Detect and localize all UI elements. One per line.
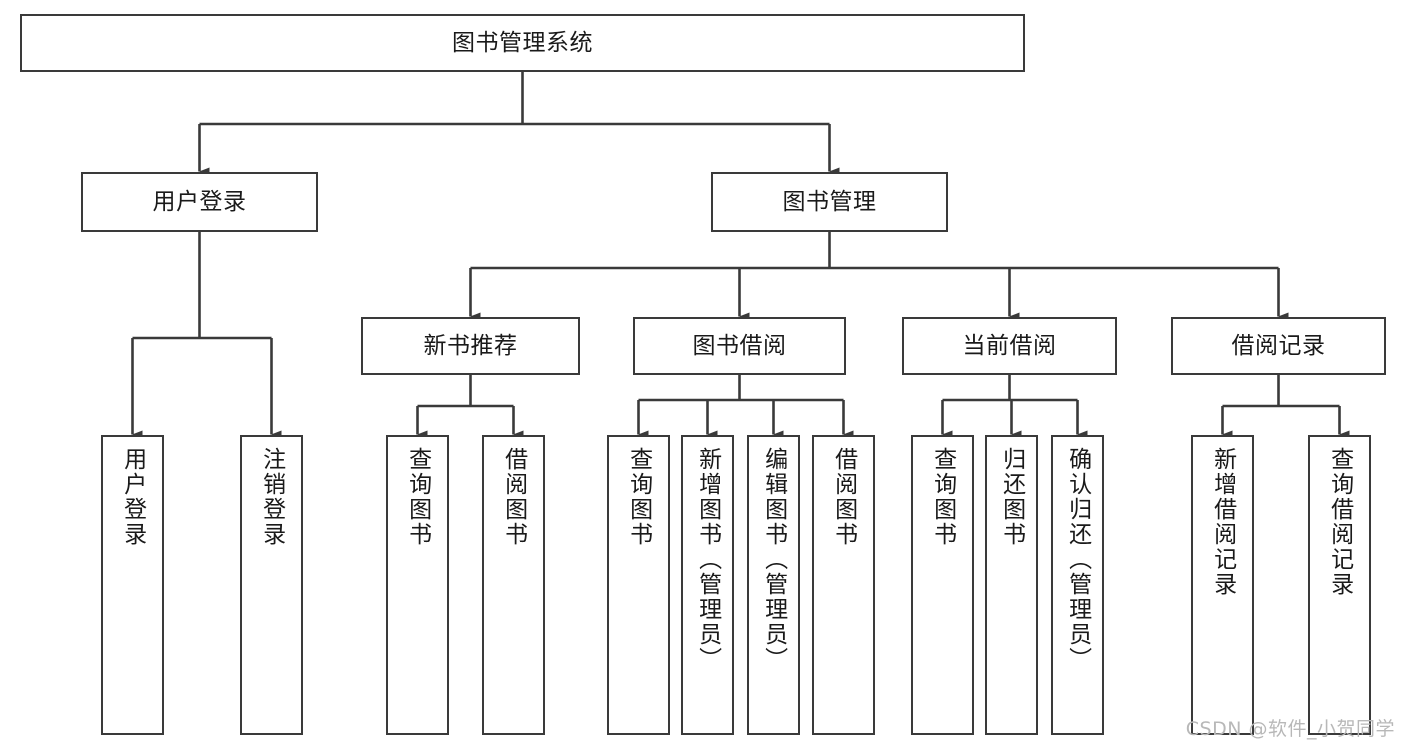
node-leaf-add-book[interactable]: 新增图书（管理员） [681,435,734,735]
node-user-login[interactable]: 用户登录 [81,172,318,232]
node-label: 图书借阅 [692,332,787,359]
node-book-borrow[interactable]: 图书借阅 [633,317,846,375]
node-book-manage[interactable]: 图书管理 [711,172,948,232]
node-label: 查询图书 [625,447,652,547]
node-leaf-add-record[interactable]: 新增借阅记录 [1191,435,1254,735]
node-label: 编辑图书（管理员） [760,447,787,672]
node-label: 用户登录 [119,447,146,547]
node-label: 注销登录 [258,447,285,547]
node-label: 确认归还（管理员） [1064,447,1091,672]
node-root[interactable]: 图书管理系统 [20,14,1025,72]
node-leaf-borrow-book-1[interactable]: 借阅图书 [482,435,545,735]
node-label: 用户登录 [152,188,247,215]
node-label: 图书管理 [782,188,877,215]
node-leaf-query-book-1[interactable]: 查询图书 [386,435,449,735]
node-label: 查询图书 [929,447,956,547]
node-leaf-user-logout[interactable]: 注销登录 [240,435,303,735]
node-new-book-rec[interactable]: 新书推荐 [361,317,580,375]
node-label: 新增借阅记录 [1209,447,1236,597]
node-borrow-record[interactable]: 借阅记录 [1171,317,1386,375]
node-leaf-borrow-book-2[interactable]: 借阅图书 [812,435,875,735]
node-label: 查询图书 [404,447,431,547]
node-leaf-edit-book[interactable]: 编辑图书（管理员） [747,435,800,735]
node-leaf-query-record[interactable]: 查询借阅记录 [1308,435,1371,735]
node-leaf-user-login[interactable]: 用户登录 [101,435,164,735]
node-label: 图书管理系统 [452,29,593,56]
node-leaf-query-book-2[interactable]: 查询图书 [607,435,670,735]
node-leaf-confirm-return[interactable]: 确认归还（管理员） [1051,435,1104,735]
node-label: 查询借阅记录 [1326,447,1353,597]
node-label: 归还图书 [998,447,1025,547]
node-current-borrow[interactable]: 当前借阅 [902,317,1117,375]
node-label: 当前借阅 [962,332,1057,359]
node-label: 借阅图书 [830,447,857,547]
node-label: 新增图书（管理员） [694,447,721,672]
node-leaf-return-book[interactable]: 归还图书 [985,435,1038,735]
node-label: 借阅记录 [1231,332,1326,359]
node-leaf-query-book-3[interactable]: 查询图书 [911,435,974,735]
node-label: 借阅图书 [500,447,527,547]
node-label: 新书推荐 [423,332,518,359]
